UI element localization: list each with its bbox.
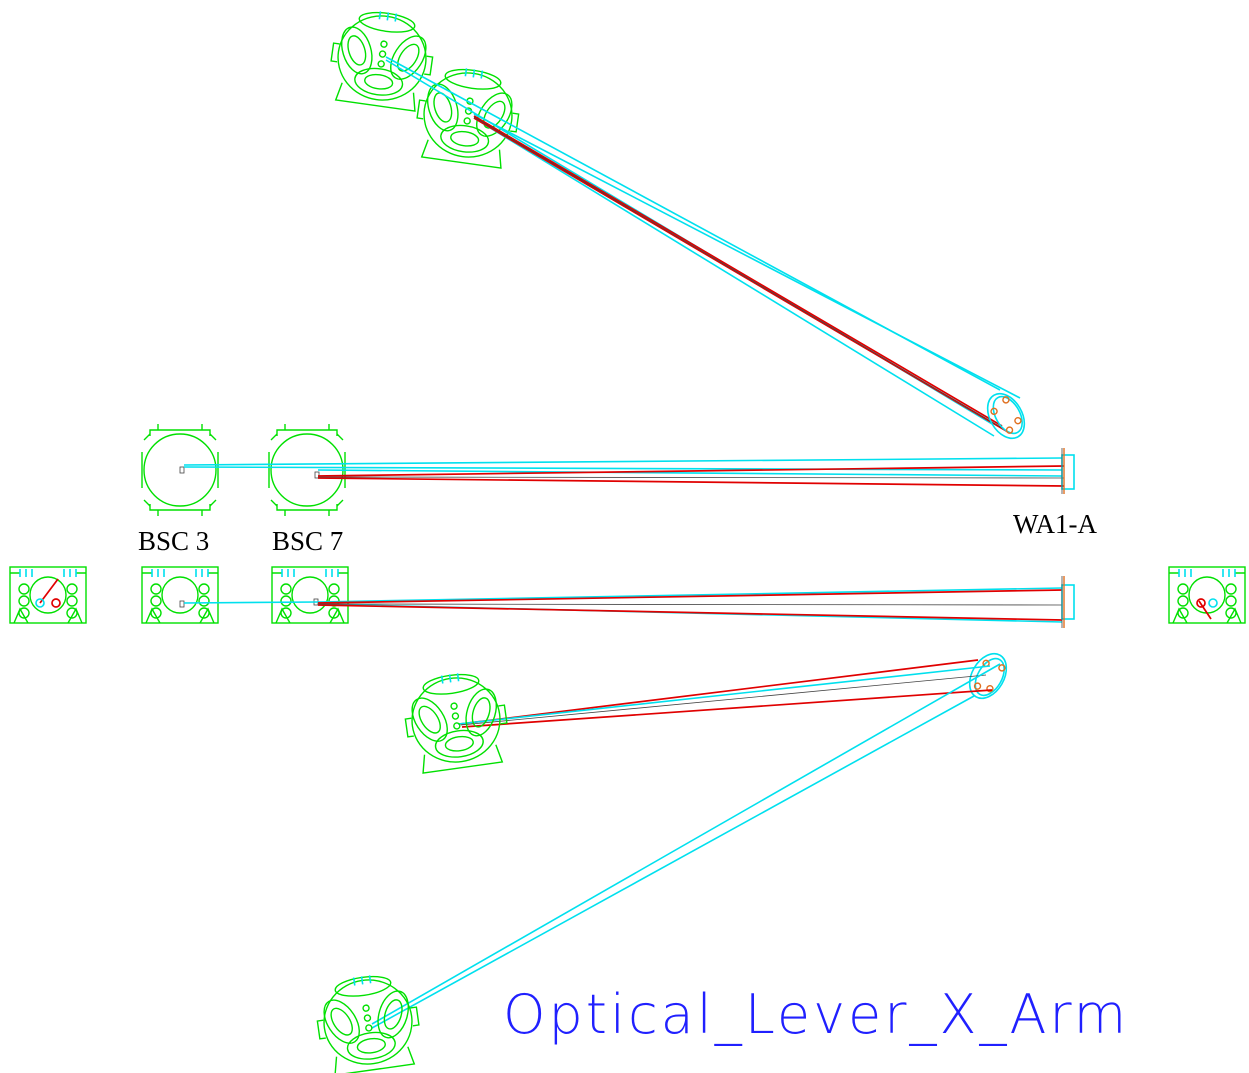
bsc7-chamber (268, 423, 346, 517)
wa1a-label: WA1-A (1013, 509, 1097, 539)
upper-ham-chamber-2 (411, 61, 525, 171)
bsc3-label: BSC 3 (138, 526, 209, 556)
lower-middle-beam-lines (183, 587, 1063, 623)
bsc3-chamber (141, 423, 219, 517)
bsc7-label: BSC 7 (272, 526, 343, 556)
bsc3-side-chamber (141, 566, 219, 624)
upper-ham-chamber-1 (325, 4, 439, 114)
upper-end-station (986, 392, 1026, 440)
right-end-chamber (1168, 566, 1246, 624)
upper-beam-lines (385, 56, 1021, 437)
lower-end-station (968, 652, 1008, 700)
middle-beam-lines (183, 457, 1065, 487)
lower-beam-lines (371, 659, 1001, 1029)
bsc7-side-chamber (271, 566, 349, 624)
lower-middle-end-station (1061, 576, 1075, 628)
lower-ham-chamber-1 (399, 666, 513, 776)
diagram-title: Optical_Lever_X_Arm (503, 983, 1129, 1046)
left-end-chamber (9, 566, 87, 624)
wa1a-end-station (1061, 448, 1075, 494)
lower-ham-chamber-2 (311, 968, 425, 1073)
